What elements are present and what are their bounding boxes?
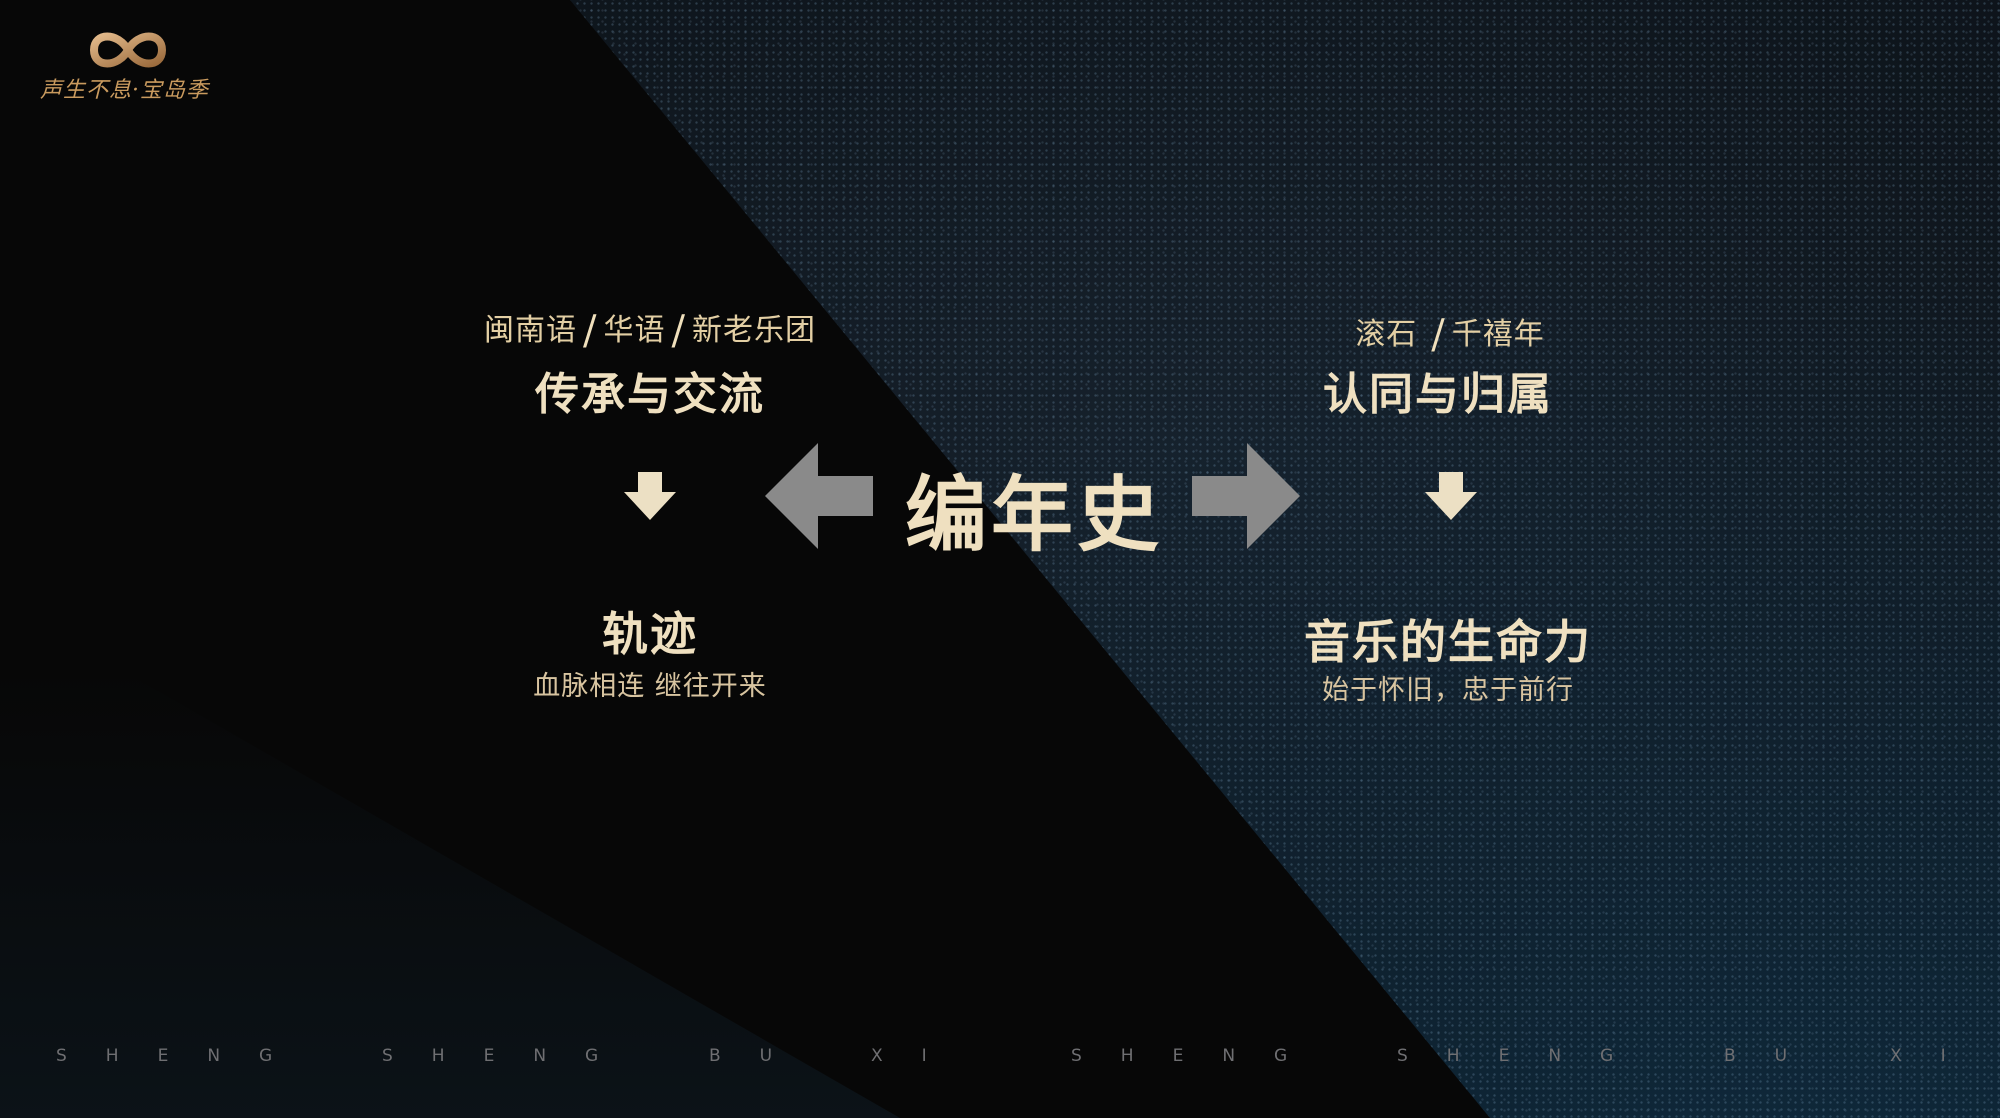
right-tag-2: 千禧年 (1451, 317, 1545, 352)
footer-wordmark: SHENG SHENG BU XI SHENG SHENG BU XI (0, 1046, 2000, 1070)
right-result-title: 音乐的生命力 (1304, 615, 1592, 669)
left-tags: 闽南语/华语/新老乐团 (470, 305, 830, 354)
left-heading: 传承与交流 (535, 369, 765, 420)
arrow-left-icon (765, 443, 873, 549)
footer-word: SHENG (1397, 1046, 1653, 1066)
slash-divider: / (1431, 312, 1446, 358)
right-tag-1: 滚石 (1355, 317, 1418, 352)
slash-divider: / (583, 308, 598, 354)
footer-word: SHENG (1071, 1046, 1327, 1066)
infinity-icon (89, 32, 167, 68)
footer-word: BU (709, 1046, 812, 1066)
logo: 声生不息·宝岛季 (40, 28, 220, 108)
left-result-title: 轨迹 (602, 607, 698, 661)
footer-word: SHENG (56, 1046, 312, 1066)
center-title: 编年史 (905, 468, 1164, 563)
footer-word: XI (871, 1046, 966, 1066)
left-tag-3: 新老乐团 (691, 313, 816, 348)
footer-word: BU (1724, 1046, 1827, 1066)
left-result-sub: 血脉相连 继往开来 (533, 671, 767, 702)
left-tag-1: 闽南语 (484, 313, 578, 348)
slash-divider: / (671, 308, 686, 354)
footer-word: SHENG (382, 1046, 638, 1066)
footer-word: XI (1890, 1046, 1985, 1066)
arrow-down-icon (1425, 472, 1477, 520)
right-result-sub: 始于怀旧，忠于前行 (1322, 675, 1574, 706)
right-heading: 认同与归属 (1323, 369, 1553, 420)
logo-text: 声生不息·宝岛季 (40, 78, 209, 103)
arrow-right-icon (1192, 443, 1300, 549)
right-tags: 滚石 /千禧年 (1300, 309, 1600, 358)
arrow-down-icon (624, 472, 676, 520)
left-tag-2: 华语 (603, 313, 666, 348)
